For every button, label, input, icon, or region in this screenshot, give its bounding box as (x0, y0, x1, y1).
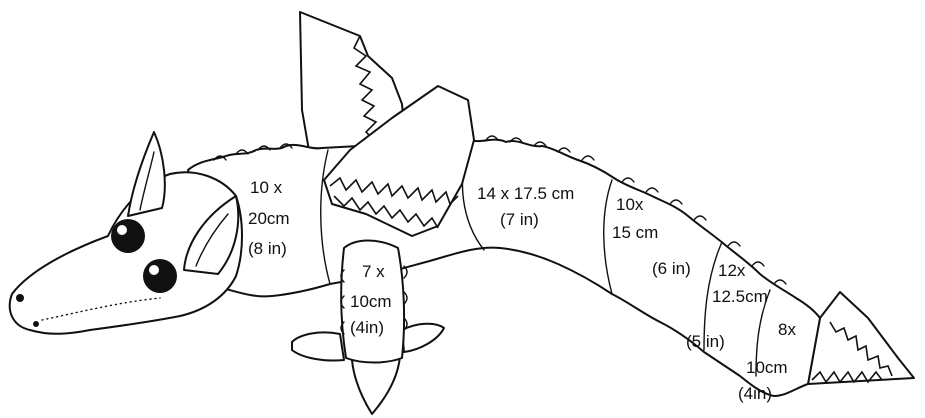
label-tail-3-line-3: (4in) (738, 384, 772, 403)
label-neck-line-1: 10 x (250, 178, 283, 197)
label-neck-line-3: (8 in) (248, 239, 287, 258)
foot-pad-left (292, 332, 344, 360)
label-tail-2-line-3: (5 in) (686, 332, 725, 351)
label-tail-1-line-1: 10x (616, 195, 644, 214)
label-tail-3-line-1: 8x (778, 320, 796, 339)
label-leg-line-1: 7 x (362, 262, 385, 281)
eye-back-glint (117, 225, 127, 235)
label-tail-1-line-3: (6 in) (652, 259, 691, 278)
label-body-line-2: (7 in) (500, 210, 539, 229)
nostril (16, 294, 24, 302)
foot-pad-right (402, 324, 444, 352)
label-tail-2-line-2: 12.5cm (712, 287, 768, 306)
label-neck-line-2: 20cm (248, 209, 290, 228)
label-body-line-1: 14 x 17.5 cm (477, 184, 574, 203)
eye-back (111, 219, 145, 253)
eye-front (143, 259, 177, 293)
tail-fin (808, 292, 914, 384)
label-tail-1-line-2: 15 cm (612, 223, 658, 242)
ear-back (128, 132, 165, 216)
label-tail-2-line-1: 12x (718, 261, 746, 280)
label-leg-line-2: 10cm (350, 292, 392, 311)
eye-front-glint (149, 265, 159, 275)
label-tail-3-line-2: 10cm (746, 358, 788, 377)
label-leg-line-3: (4in) (350, 318, 384, 337)
foot-claw (352, 356, 400, 414)
mouth-corner (33, 321, 39, 327)
